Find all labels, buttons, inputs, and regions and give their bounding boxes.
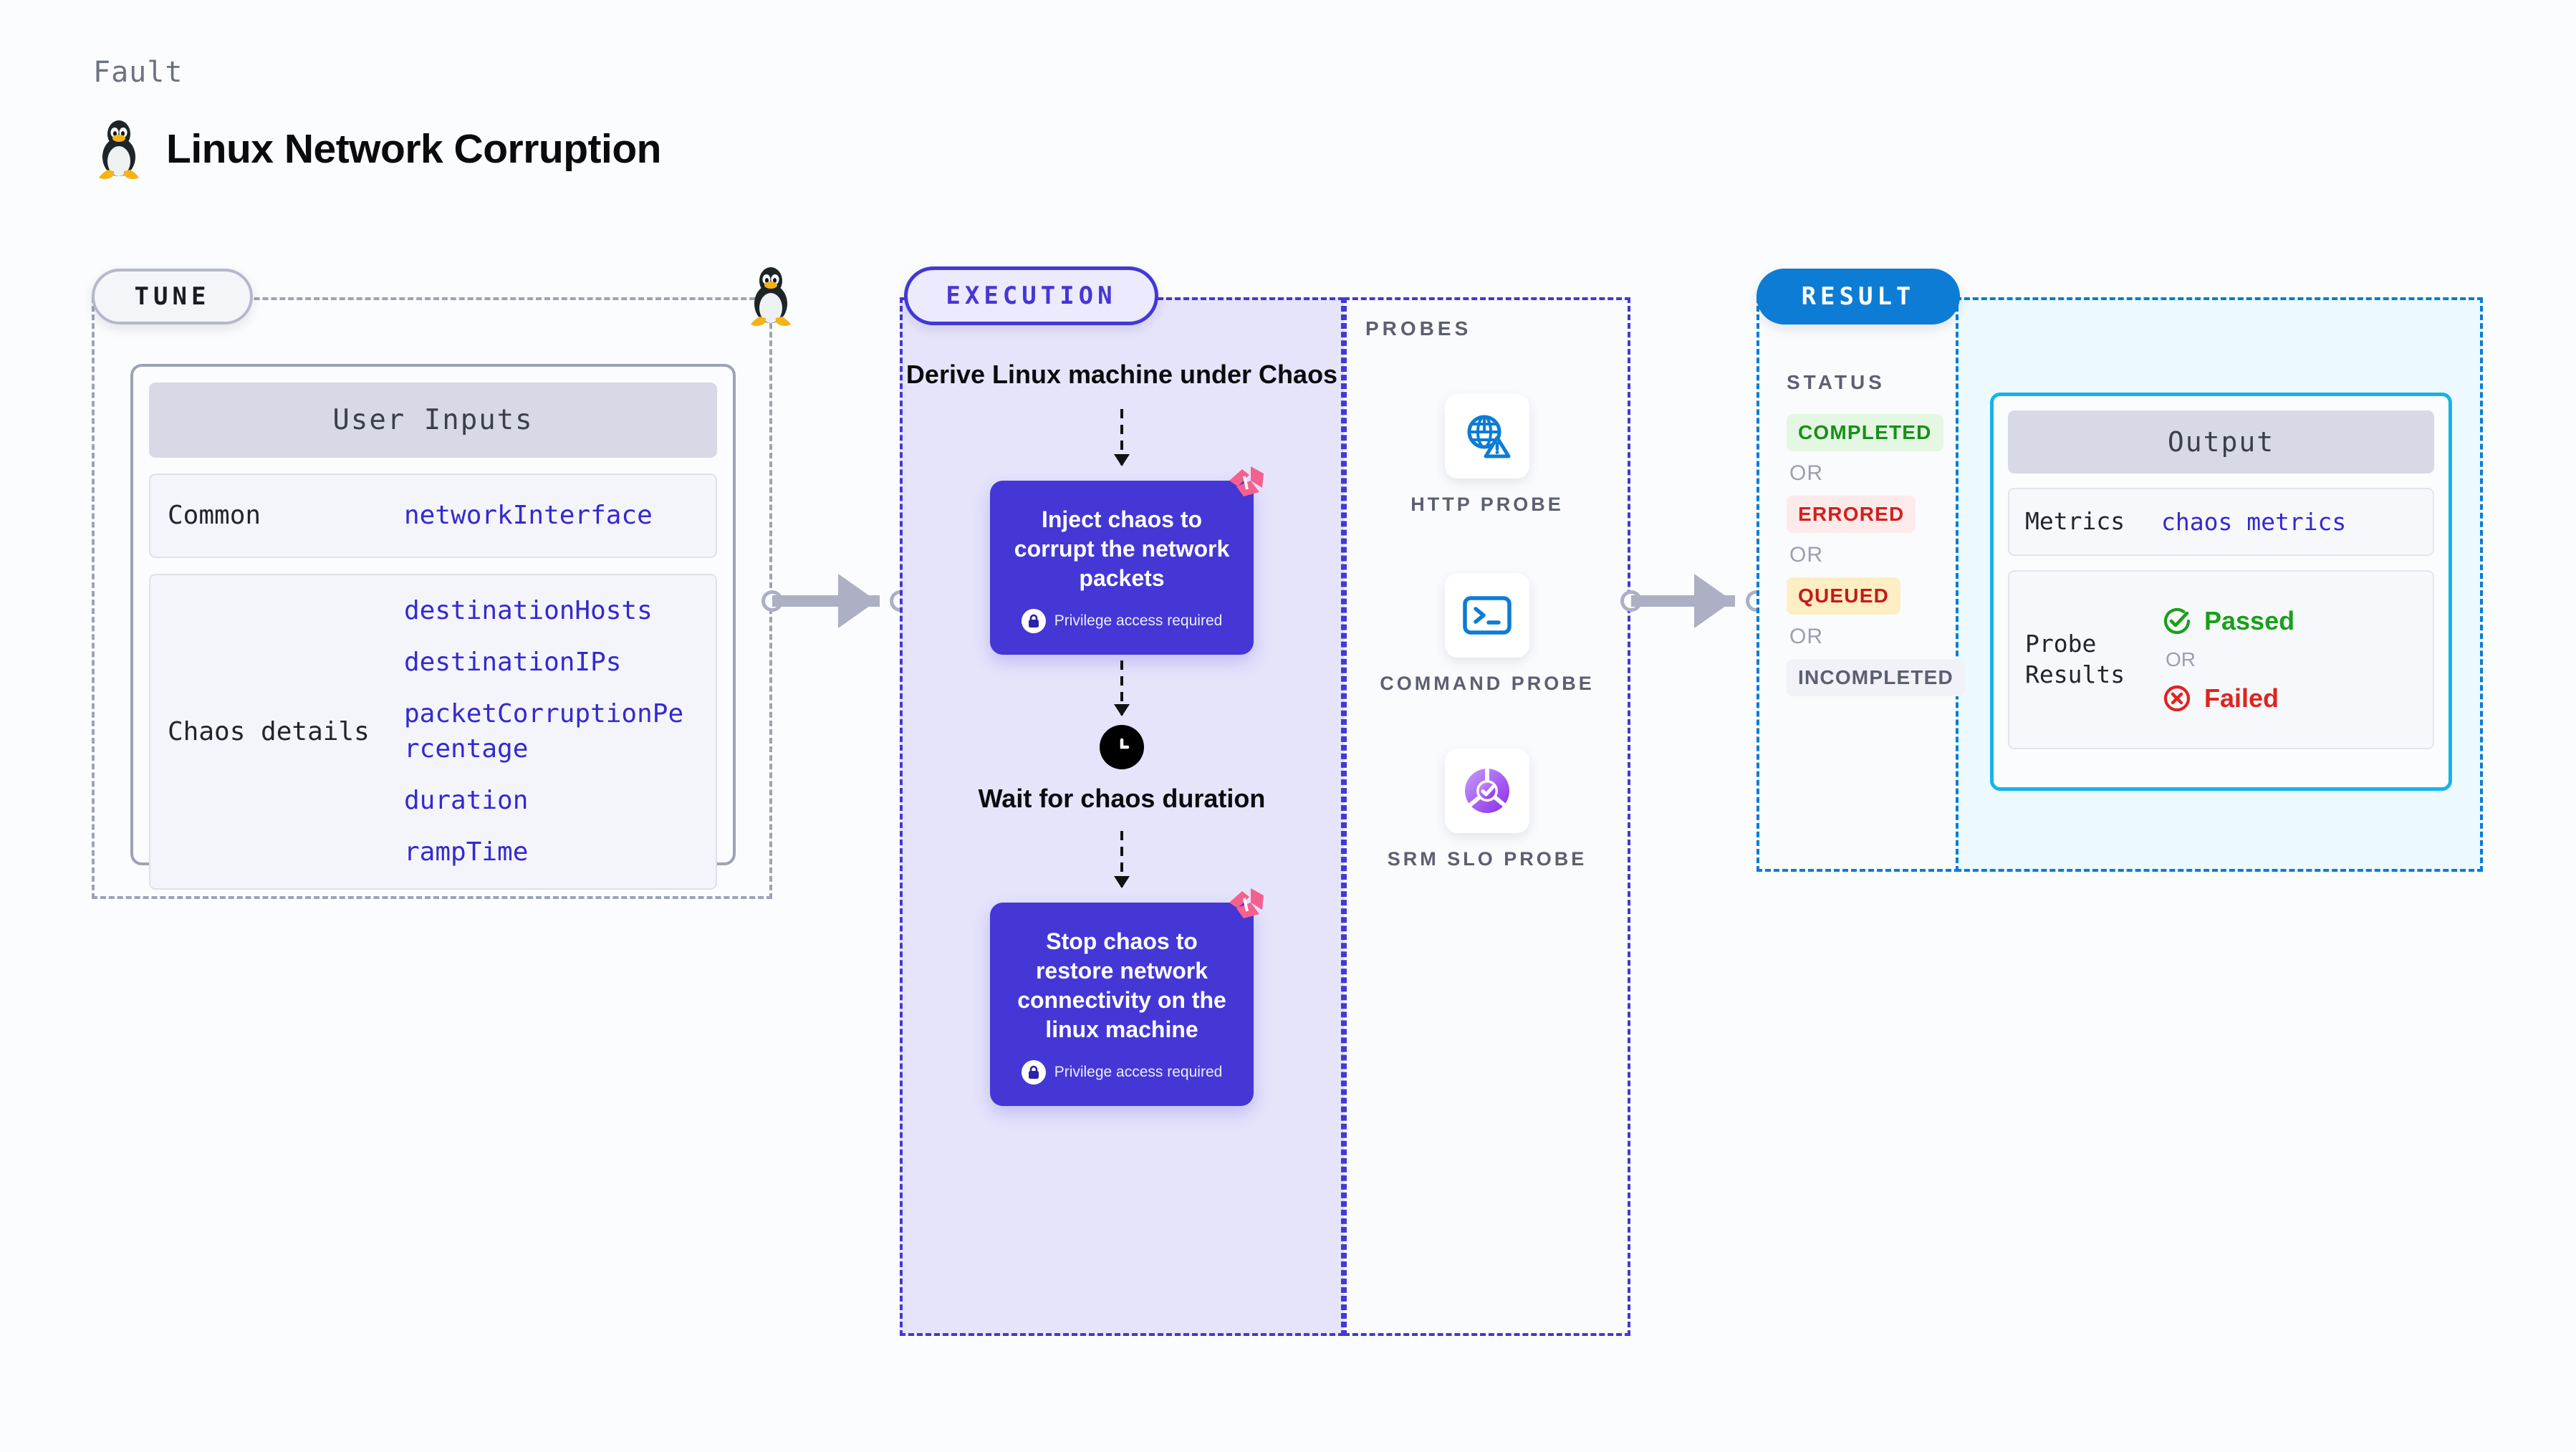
- execution-panel: [900, 297, 1344, 1336]
- status-badge-errored: ERRORED: [1787, 496, 1916, 533]
- or-label: OR: [2166, 648, 2196, 670]
- probe-result-passed-text: Passed: [2204, 605, 2295, 635]
- probe-label: SRM SLO PROBE: [1387, 848, 1587, 870]
- user-inputs-title: User Inputs: [149, 383, 717, 458]
- chaos-step-inject[interactable]: Inject chaos to corrupt the network pack…: [990, 466, 1264, 655]
- connector-arrowhead: [838, 574, 877, 628]
- input-row-chaos-details: Chaos details destinationHosts destinati…: [149, 574, 717, 890]
- chaos-step-title: Stop chaos to restore network connectivi…: [1017, 928, 1226, 1043]
- input-row-values: networkInterface: [404, 499, 653, 533]
- flow-arrow: [1120, 660, 1123, 715]
- harness-logo-icon: [1229, 888, 1264, 919]
- harness-logo-icon: [1229, 466, 1264, 496]
- page-title: Linux Network Corruption: [93, 118, 661, 180]
- input-row-label: Chaos details: [168, 716, 370, 746]
- linux-penguin-icon: [751, 267, 791, 326]
- probe-label: HTTP PROBE: [1410, 494, 1564, 515]
- flow-step-derive: Derive Linux machine under Chaos: [905, 360, 1338, 389]
- input-row-label: Common: [168, 500, 261, 530]
- connector-arrowhead: [1694, 574, 1733, 628]
- privilege-note: Privilege access required: [1009, 608, 1235, 633]
- terminal-icon: [1445, 573, 1529, 658]
- output-title: Output: [2008, 410, 2434, 473]
- page-title-text: Linux Network Corruption: [166, 126, 661, 172]
- execution-panel-border: [900, 297, 1344, 1336]
- input-value[interactable]: packetCorruptionPercentage: [404, 699, 684, 764]
- execution-chip[interactable]: EXECUTION: [904, 266, 1158, 325]
- probe-result-values: Passed OR Failed: [2161, 605, 2294, 714]
- check-circle-icon: [2163, 607, 2191, 634]
- status-badge-incompleted: INCOMPLETED: [1787, 659, 1965, 696]
- status-badge-queued: QUEUED: [1787, 577, 1900, 615]
- probe-result-failed-text: Failed: [2204, 683, 2279, 713]
- tune-chip[interactable]: TUNE: [92, 269, 253, 324]
- input-value[interactable]: destinationIPs: [404, 648, 622, 678]
- probe-srm-slo[interactable]: SRM SLO PROBE: [1344, 749, 1630, 872]
- probe-label: COMMAND PROBE: [1380, 673, 1595, 694]
- flow-arrow: [1120, 831, 1123, 888]
- or-label: OR: [1789, 625, 1823, 648]
- output-row-probe-results: Probe Results Passed OR Failed: [2008, 569, 2434, 749]
- execution-flow: Derive Linux machine under Chaos Inject …: [900, 358, 1344, 1107]
- privilege-note-text: Privilege access required: [1054, 1064, 1223, 1081]
- probe-result-passed: Passed: [2161, 605, 2294, 637]
- output-row-label: Probe Results: [2025, 630, 2125, 688]
- input-value[interactable]: networkInterface: [404, 500, 653, 530]
- probe-http[interactable]: HTTP PROBE: [1344, 394, 1630, 517]
- flow-arrow: [1120, 408, 1123, 465]
- lock-icon: [1021, 608, 1046, 633]
- status-badge-completed: COMPLETED: [1787, 414, 1943, 451]
- status-list: COMPLETED OR ERRORED OR QUEUED OR INCOMP…: [1787, 414, 1965, 696]
- probes-section-label: PROBES: [1365, 317, 1472, 340]
- output-card: Output Metrics chaos metrics Probe Resul…: [1990, 393, 2452, 791]
- output-metrics-value[interactable]: chaos metrics: [2161, 507, 2347, 536]
- input-row-common: Common networkInterface: [149, 473, 717, 558]
- globe-warning-icon: [1445, 394, 1529, 479]
- privilege-note-text: Privilege access required: [1054, 612, 1223, 629]
- or-label: OR: [1789, 543, 1823, 567]
- lock-icon: [1021, 1060, 1046, 1085]
- slo-donut-check-icon: [1445, 749, 1529, 833]
- flow-step-wait: Wait for chaos duration: [978, 783, 1266, 813]
- input-value[interactable]: rampTime: [404, 837, 529, 867]
- privilege-note: Privilege access required: [1009, 1060, 1235, 1085]
- input-value[interactable]: duration: [404, 785, 529, 815]
- result-chip[interactable]: RESULT: [1756, 269, 1960, 324]
- status-heading: STATUS: [1787, 371, 1885, 393]
- clock-icon: [1100, 724, 1144, 769]
- chaos-step-stop[interactable]: Stop chaos to restore network connectivi…: [990, 888, 1264, 1107]
- probe-command[interactable]: COMMAND PROBE: [1344, 573, 1630, 696]
- x-circle-icon: [2163, 685, 2191, 711]
- output-row-label: Metrics: [2025, 507, 2125, 535]
- or-label: OR: [1789, 461, 1823, 485]
- input-row-values: destinationHosts destinationIPs packetCo…: [404, 594, 698, 870]
- input-value[interactable]: destinationHosts: [404, 596, 653, 625]
- fault-kicker: Fault: [93, 56, 183, 89]
- probe-result-failed: Failed: [2161, 683, 2294, 714]
- chaos-step-title: Inject chaos to corrupt the network pack…: [1014, 506, 1230, 591]
- linux-penguin-icon: [99, 120, 139, 179]
- output-row-metrics: Metrics chaos metrics: [2008, 488, 2434, 556]
- user-inputs-card: User Inputs Common networkInterface Chao…: [130, 364, 736, 890]
